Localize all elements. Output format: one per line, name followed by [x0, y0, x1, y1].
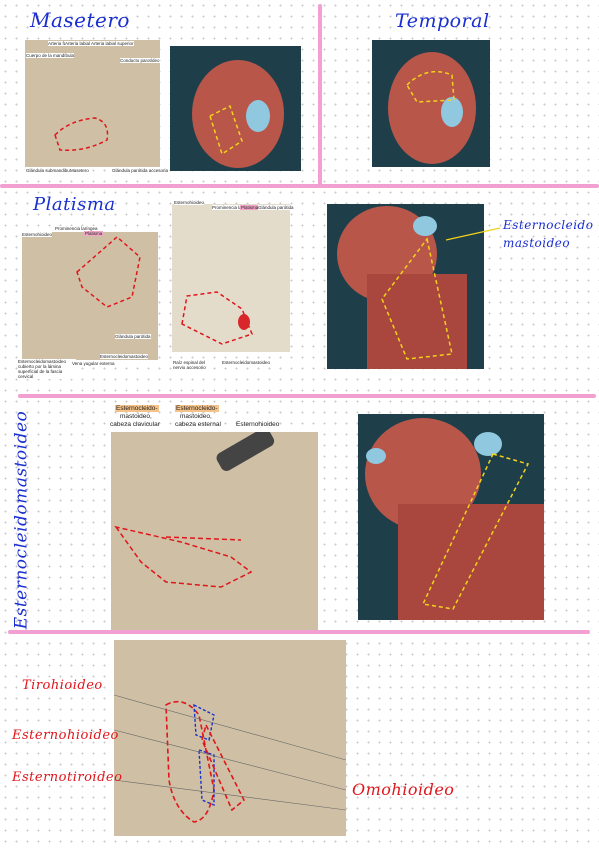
heading-masetero: Masetero [30, 8, 130, 32]
temporal-3d-model-render [372, 40, 490, 167]
scm-render-2-highlight [365, 418, 544, 620]
platisma-left-dashed-outline [76, 236, 141, 308]
label-scm-esternal-3: cabeza esternal [175, 421, 221, 428]
label-platisma-scm: Esternocleidomastoideo [100, 354, 149, 359]
platisma-dissection-photo-left [22, 232, 158, 360]
label-esternotiroideo: Esternotiroideo [12, 770, 123, 785]
label-cuerpo-mandibula: Cuerpo de la mandíbula [26, 53, 75, 58]
label-platisma-vena-yugular: Vena yugular externa [72, 361, 115, 366]
label-esternohioideo-handwritten: Esternohioideo [12, 728, 119, 743]
masetero-dashed-outline [54, 117, 109, 152]
label-platisma-parotida: Glándula parótida [115, 334, 151, 339]
label-glandula-parotida-accesoria: Glándula parótida accesoria [112, 168, 169, 173]
label-scm-esternal-2: mastoideo, [180, 413, 212, 420]
scm-3d-model-render [327, 204, 484, 369]
separator-vertical-1 [318, 4, 322, 186]
separator-horizontal-1 [0, 184, 599, 188]
label-tirohioideo: Tirohioideo [22, 678, 103, 693]
label-platisma-r-tag: Platisma [240, 205, 260, 210]
label-platisma-prominencia: Prominencia laríngea [55, 226, 98, 231]
label-scm-esternal-1: Esternocleido- [175, 405, 219, 412]
label-arteria-facial: Arteria facial [48, 41, 74, 46]
label-glandula-submandibular: Glándula submandibular [26, 168, 75, 173]
label-scm-clavicular-1: Esternocleido- [115, 405, 159, 412]
label-arteria-labial-inferior: Arteria labial inferior [65, 41, 106, 46]
separator-horizontal-3 [8, 630, 590, 634]
heading-temporal: Temporal [395, 10, 490, 32]
label-platisma-r-scm: Esternocleidomastoideo [222, 360, 271, 365]
scm-render-highlight [337, 206, 467, 369]
heading-platisma: Platisma [33, 194, 116, 215]
label-scm-esternohioideo: Esternohioideo [236, 421, 280, 428]
note-esternocleido-line2: mastoideo [503, 236, 571, 250]
masetero-render-highlight [192, 60, 284, 168]
label-platisma-scm-cubierto: Esternocleidomastoideo cubierto por la l… [18, 359, 76, 379]
label-platisma-tag: Platisma [84, 231, 104, 236]
infrahyoid-dissection-photo [114, 640, 346, 836]
heading-esternocleidomastoideo-vertical: Esternocleidomastoideo [11, 410, 32, 630]
temporal-render-highlight [388, 52, 476, 164]
infrahyoid-dashed-outlines [114, 694, 346, 823]
scm-3d-model-render-2 [358, 414, 544, 620]
label-omohioideo: Omohioideo [352, 780, 455, 799]
label-conducto-parotideo: Conducto parotídeo [120, 58, 160, 63]
label-scm-clavicular-2: mastoideo, [120, 413, 152, 420]
label-platisma-r-esternohioideo: Esternohioideo [174, 200, 205, 205]
label-platisma-r-prominencia: Prominencia laríngea [212, 205, 255, 210]
note-esternocleido-line1: Esternocleido [503, 218, 594, 232]
label-platisma-esternohioideo: Esternohioideo [22, 232, 53, 237]
platisma-dissection-photo-right [172, 204, 290, 352]
label-arteria-labial-superior: Arteria labial superior [91, 41, 134, 46]
scm-dissection-dashed-outline [114, 432, 275, 588]
platisma-right-dashed-outline [181, 291, 253, 345]
label-platisma-r-parotida: Glándula parótida [258, 205, 294, 210]
label-scm-clavicular-3: cabeza clavicular [110, 421, 160, 428]
separator-horizontal-2 [18, 394, 596, 398]
scm-dissection-photo [111, 432, 318, 630]
label-platisma-r-raiz-espinal: Raíz espinal del nervio accesorio [173, 360, 213, 370]
masetero-3d-model-render [170, 46, 301, 171]
label-masetero: Masetero [70, 168, 89, 173]
